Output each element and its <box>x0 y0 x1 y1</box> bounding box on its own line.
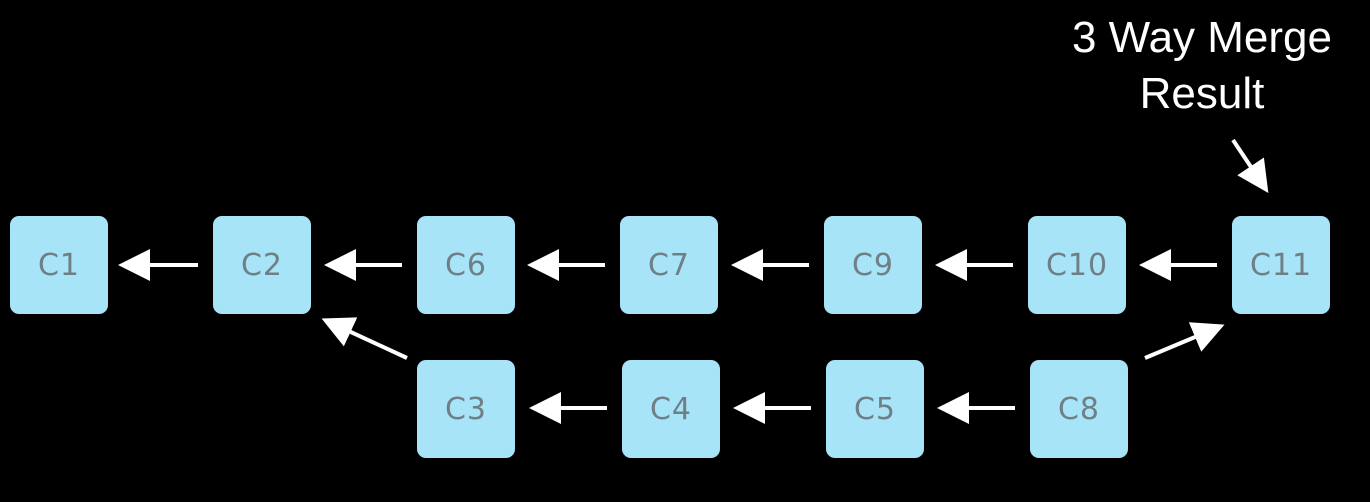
commit-node-c5: C5 <box>826 360 924 458</box>
annotation-line-1: 3 Way Merge <box>1071 13 1332 62</box>
commit-node-c2: C2 <box>213 216 311 314</box>
commit-node-c4: C4 <box>622 360 720 458</box>
commit-node-c1: C1 <box>10 216 108 314</box>
commit-node-c9: C9 <box>824 216 922 314</box>
merge-result-annotation: 3 Way Merge Result <box>1042 10 1362 122</box>
commit-node-c7: C7 <box>620 216 718 314</box>
arrow-c3-to-c2 <box>321 317 408 360</box>
annotation-line-2: Result <box>1139 69 1265 118</box>
arrow-annotation-to-c11 <box>1231 138 1269 193</box>
commit-node-c6: C6 <box>417 216 515 314</box>
commit-node-c8: C8 <box>1030 360 1128 458</box>
commit-node-c10: C10 <box>1028 216 1126 314</box>
commit-node-c3: C3 <box>417 360 515 458</box>
commit-node-c11: C11 <box>1232 216 1330 314</box>
arrow-c8-to-c11 <box>1144 322 1225 360</box>
